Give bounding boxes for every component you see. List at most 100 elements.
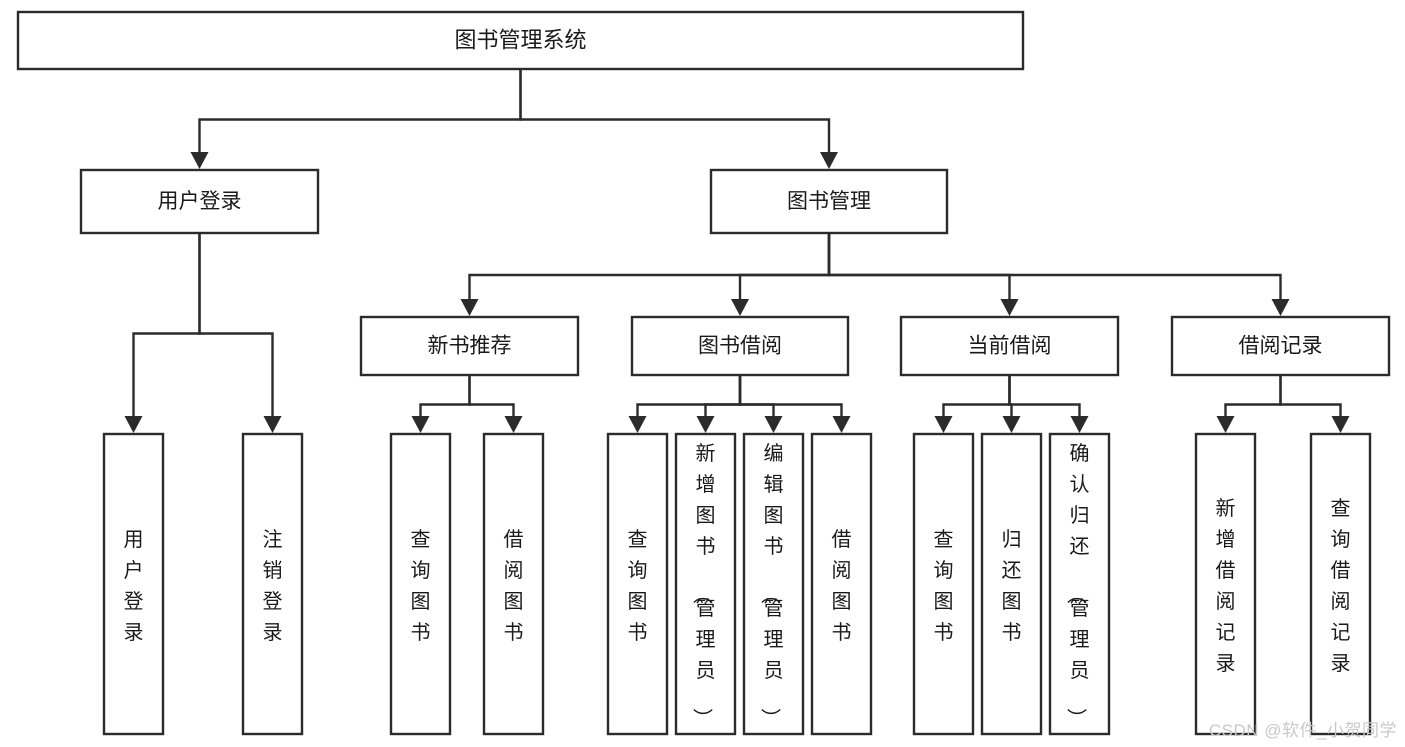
node-label-leaf-borrow-book-1: 借阅图书 <box>504 528 524 644</box>
connector-line <box>419 375 471 416</box>
node-label-leaf-confirm-return: 确认归还（管理员） <box>1065 442 1090 728</box>
node-box-book-borrow[interactable] <box>630 315 850 377</box>
arrow-head-icon <box>764 416 783 433</box>
node-box-current-borrow[interactable] <box>899 315 1120 377</box>
node-leaf-query-book-2[interactable]: 查询图书 <box>606 432 669 736</box>
node-box-leaf-user-logout[interactable] <box>241 432 304 736</box>
node-box-leaf-query-book-3[interactable] <box>912 432 975 736</box>
connector-line <box>704 375 742 416</box>
node-label-user-login: 用户登录 <box>158 190 242 213</box>
node-box-leaf-confirm-return[interactable] <box>1048 432 1111 736</box>
arrow-head-icon <box>1216 416 1235 433</box>
arrow-head-icon <box>124 416 143 433</box>
node-label-leaf-add-book: 新增图书（管理员） <box>691 442 716 728</box>
arrow-head-icon <box>934 416 953 433</box>
arrow-head-icon <box>1000 299 1019 316</box>
edges-layer <box>124 69 1350 433</box>
node-label-leaf-add-record: 新增借阅记录 <box>1216 497 1236 675</box>
node-box-book-manage[interactable] <box>709 168 949 235</box>
arrow-head-icon <box>263 416 282 433</box>
connector-line <box>636 375 742 416</box>
arrow-head-icon <box>460 299 479 316</box>
node-box-root[interactable] <box>16 10 1025 71</box>
arrow-head-icon <box>1331 416 1350 433</box>
node-leaf-user-logout[interactable]: 注销登录 <box>241 432 304 736</box>
arrow-head-icon <box>696 416 715 433</box>
connector-line <box>468 233 831 299</box>
arrow-head-icon <box>1002 416 1021 433</box>
edge-book-borrow-to-leaf-borrow-book-2 <box>738 375 851 433</box>
connector-line <box>738 375 775 416</box>
connector-line <box>827 233 1282 299</box>
node-label-leaf-edit-book: 编辑图书（管理员） <box>759 442 784 728</box>
node-box-leaf-add-book[interactable] <box>674 432 737 736</box>
connector-line <box>519 69 831 152</box>
node-label-borrow-record: 借阅记录 <box>1239 335 1323 358</box>
node-box-leaf-user-login[interactable] <box>102 432 165 736</box>
node-book-borrow[interactable]: 图书借阅 <box>630 315 850 377</box>
edge-new-book-recommend-to-leaf-borrow-book-1 <box>468 375 523 433</box>
node-box-leaf-add-record[interactable] <box>1194 432 1257 736</box>
edge-borrow-record-to-leaf-add-record <box>1216 375 1282 433</box>
node-leaf-query-record[interactable]: 查询借阅记录 <box>1309 432 1372 736</box>
node-leaf-add-book[interactable]: 新增图书（管理员） <box>674 432 737 736</box>
connector-line <box>132 233 201 416</box>
connector-line <box>1279 375 1342 416</box>
node-new-book-recommend[interactable]: 新书推荐 <box>359 315 580 377</box>
connector-line <box>198 233 274 416</box>
node-box-user-login[interactable] <box>79 168 320 235</box>
edge-borrow-record-to-leaf-query-record <box>1279 375 1350 433</box>
arrow-head-icon <box>832 416 851 433</box>
node-box-leaf-query-book-1[interactable] <box>389 432 452 736</box>
node-box-leaf-borrow-book-1[interactable] <box>482 432 545 736</box>
node-leaf-confirm-return[interactable]: 确认归还（管理员） <box>1048 432 1111 736</box>
connector-line <box>1008 375 1081 416</box>
arrow-head-icon <box>190 152 209 169</box>
node-label-book-borrow: 图书借阅 <box>698 335 782 358</box>
arrow-head-icon <box>504 416 523 433</box>
nodes-layer: 图书管理系统用户登录图书管理新书推荐图书借阅当前借阅借阅记录用户登录注销登录查询… <box>16 10 1391 736</box>
node-label-root: 图书管理系统 <box>454 27 586 52</box>
node-leaf-query-book-1[interactable]: 查询图书 <box>389 432 452 736</box>
arrow-head-icon <box>731 299 749 316</box>
arrow-head-icon <box>411 416 430 433</box>
connector-line <box>827 233 1011 299</box>
edge-book-manage-to-book-borrow <box>731 233 831 316</box>
node-label-leaf-user-logout: 注销登录 <box>263 528 283 644</box>
node-label-leaf-borrow-book-2: 借阅图书 <box>832 528 852 644</box>
node-box-leaf-query-book-2[interactable] <box>606 432 669 736</box>
node-box-new-book-recommend[interactable] <box>359 315 580 377</box>
node-book-manage[interactable]: 图书管理 <box>709 168 949 235</box>
edge-user-login-to-leaf-user-logout <box>198 233 282 433</box>
node-label-leaf-return-book: 归还图书 <box>1002 528 1022 644</box>
node-root[interactable]: 图书管理系统 <box>16 10 1025 71</box>
node-user-login[interactable]: 用户登录 <box>79 168 320 235</box>
connector-line <box>198 69 522 152</box>
node-box-leaf-edit-book[interactable] <box>742 432 805 736</box>
node-leaf-add-record[interactable]: 新增借阅记录 <box>1194 432 1257 736</box>
node-leaf-return-book[interactable]: 归还图书 <box>980 432 1043 736</box>
edge-current-borrow-to-leaf-query-book-3 <box>934 375 1011 433</box>
connector-line <box>468 375 515 416</box>
node-box-leaf-query-record[interactable] <box>1309 432 1372 736</box>
node-box-leaf-borrow-book-2[interactable] <box>810 432 873 736</box>
arrow-head-icon <box>1271 299 1290 316</box>
node-label-new-book-recommend: 新书推荐 <box>428 335 512 358</box>
node-leaf-query-book-3[interactable]: 查询图书 <box>912 432 975 736</box>
node-label-leaf-query-book-1: 查询图书 <box>411 528 431 644</box>
node-label-leaf-user-login: 用户登录 <box>124 529 144 644</box>
edge-root-to-book-manage <box>519 69 838 169</box>
node-leaf-user-login[interactable]: 用户登录 <box>102 432 165 736</box>
node-box-borrow-record[interactable] <box>1170 315 1391 377</box>
node-box-leaf-return-book[interactable] <box>980 432 1043 736</box>
node-borrow-record[interactable]: 借阅记录 <box>1170 315 1391 377</box>
node-label-leaf-query-book-2: 查询图书 <box>628 528 648 644</box>
connector-line <box>942 375 1011 416</box>
node-leaf-borrow-book-1[interactable]: 借阅图书 <box>482 432 545 736</box>
node-current-borrow[interactable]: 当前借阅 <box>899 315 1120 377</box>
node-leaf-edit-book[interactable]: 编辑图书（管理员） <box>742 432 805 736</box>
node-leaf-borrow-book-2[interactable]: 借阅图书 <box>810 432 873 736</box>
node-label-book-manage: 图书管理 <box>787 190 871 213</box>
